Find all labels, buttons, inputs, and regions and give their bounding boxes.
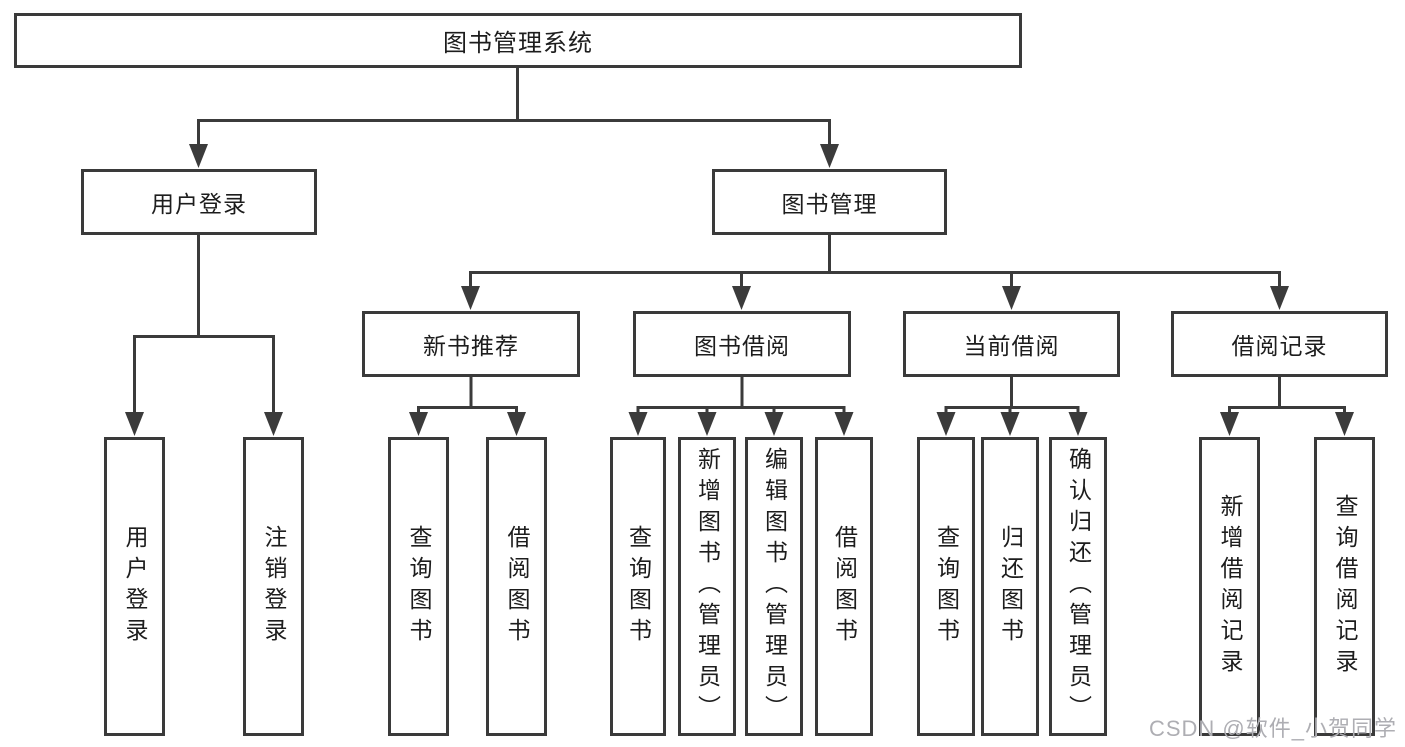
leaf-confirm-return-admin: 确认归还（管理员） <box>1049 437 1107 736</box>
node-user-login: 用户登录 <box>81 169 317 235</box>
leaf-add-books-admin: 新增图书（管理员） <box>678 437 736 736</box>
watermark: CSDN @软件_小贺同学 <box>1148 716 1397 741</box>
node-new-book-recommend: 新书推荐 <box>362 311 580 377</box>
node-book-borrowing: 图书借阅 <box>633 311 851 377</box>
node-current-borrowing: 当前借阅 <box>903 311 1120 377</box>
node-borrow-records: 借阅记录 <box>1171 311 1388 377</box>
leaf-query-borrow-record: 查询借阅记录 <box>1314 437 1375 736</box>
leaf-return-books: 归还图书 <box>981 437 1039 736</box>
leaf-user-login: 用户登录 <box>104 437 165 736</box>
node-library-system: 图书管理系统 <box>14 13 1022 68</box>
leaf-add-borrow-record: 新增借阅记录 <box>1199 437 1260 736</box>
leaf-query-books-borrowing: 查询图书 <box>610 437 666 736</box>
leaf-query-books-current: 查询图书 <box>917 437 975 736</box>
leaf-borrow-books-recommend: 借阅图书 <box>486 437 547 736</box>
node-book-management: 图书管理 <box>712 169 947 235</box>
leaf-borrow-books: 借阅图书 <box>815 437 873 736</box>
leaf-edit-books-admin: 编辑图书（管理员） <box>745 437 803 736</box>
leaf-query-books-recommend: 查询图书 <box>388 437 449 736</box>
leaf-logout: 注销登录 <box>243 437 304 736</box>
